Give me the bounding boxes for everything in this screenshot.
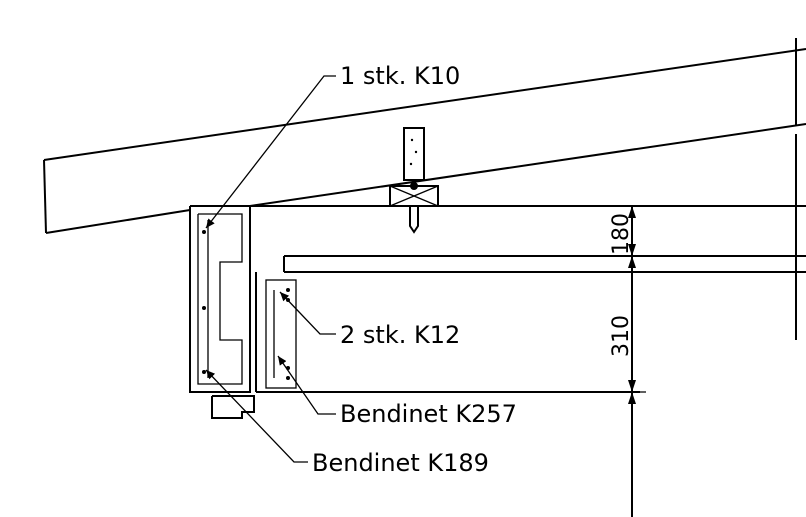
label-k189: Bendinet K189	[312, 449, 489, 477]
beam-upper	[250, 205, 806, 273]
beam-lower	[255, 272, 640, 393]
gutter-bracket	[211, 395, 255, 419]
leader-lines	[205, 75, 336, 463]
dimension-180: 180	[609, 213, 634, 255]
label-k12: 2 stk. K12	[340, 321, 460, 349]
label-k10: 1 stk. K10	[340, 62, 460, 90]
fastener	[389, 127, 439, 234]
dimension-310: 310	[609, 315, 634, 357]
sloped-rafter	[43, 48, 806, 234]
fascia-profile	[189, 205, 251, 393]
label-k257: Bendinet K257	[340, 400, 517, 428]
dimension-line: 180 310	[609, 205, 646, 517]
